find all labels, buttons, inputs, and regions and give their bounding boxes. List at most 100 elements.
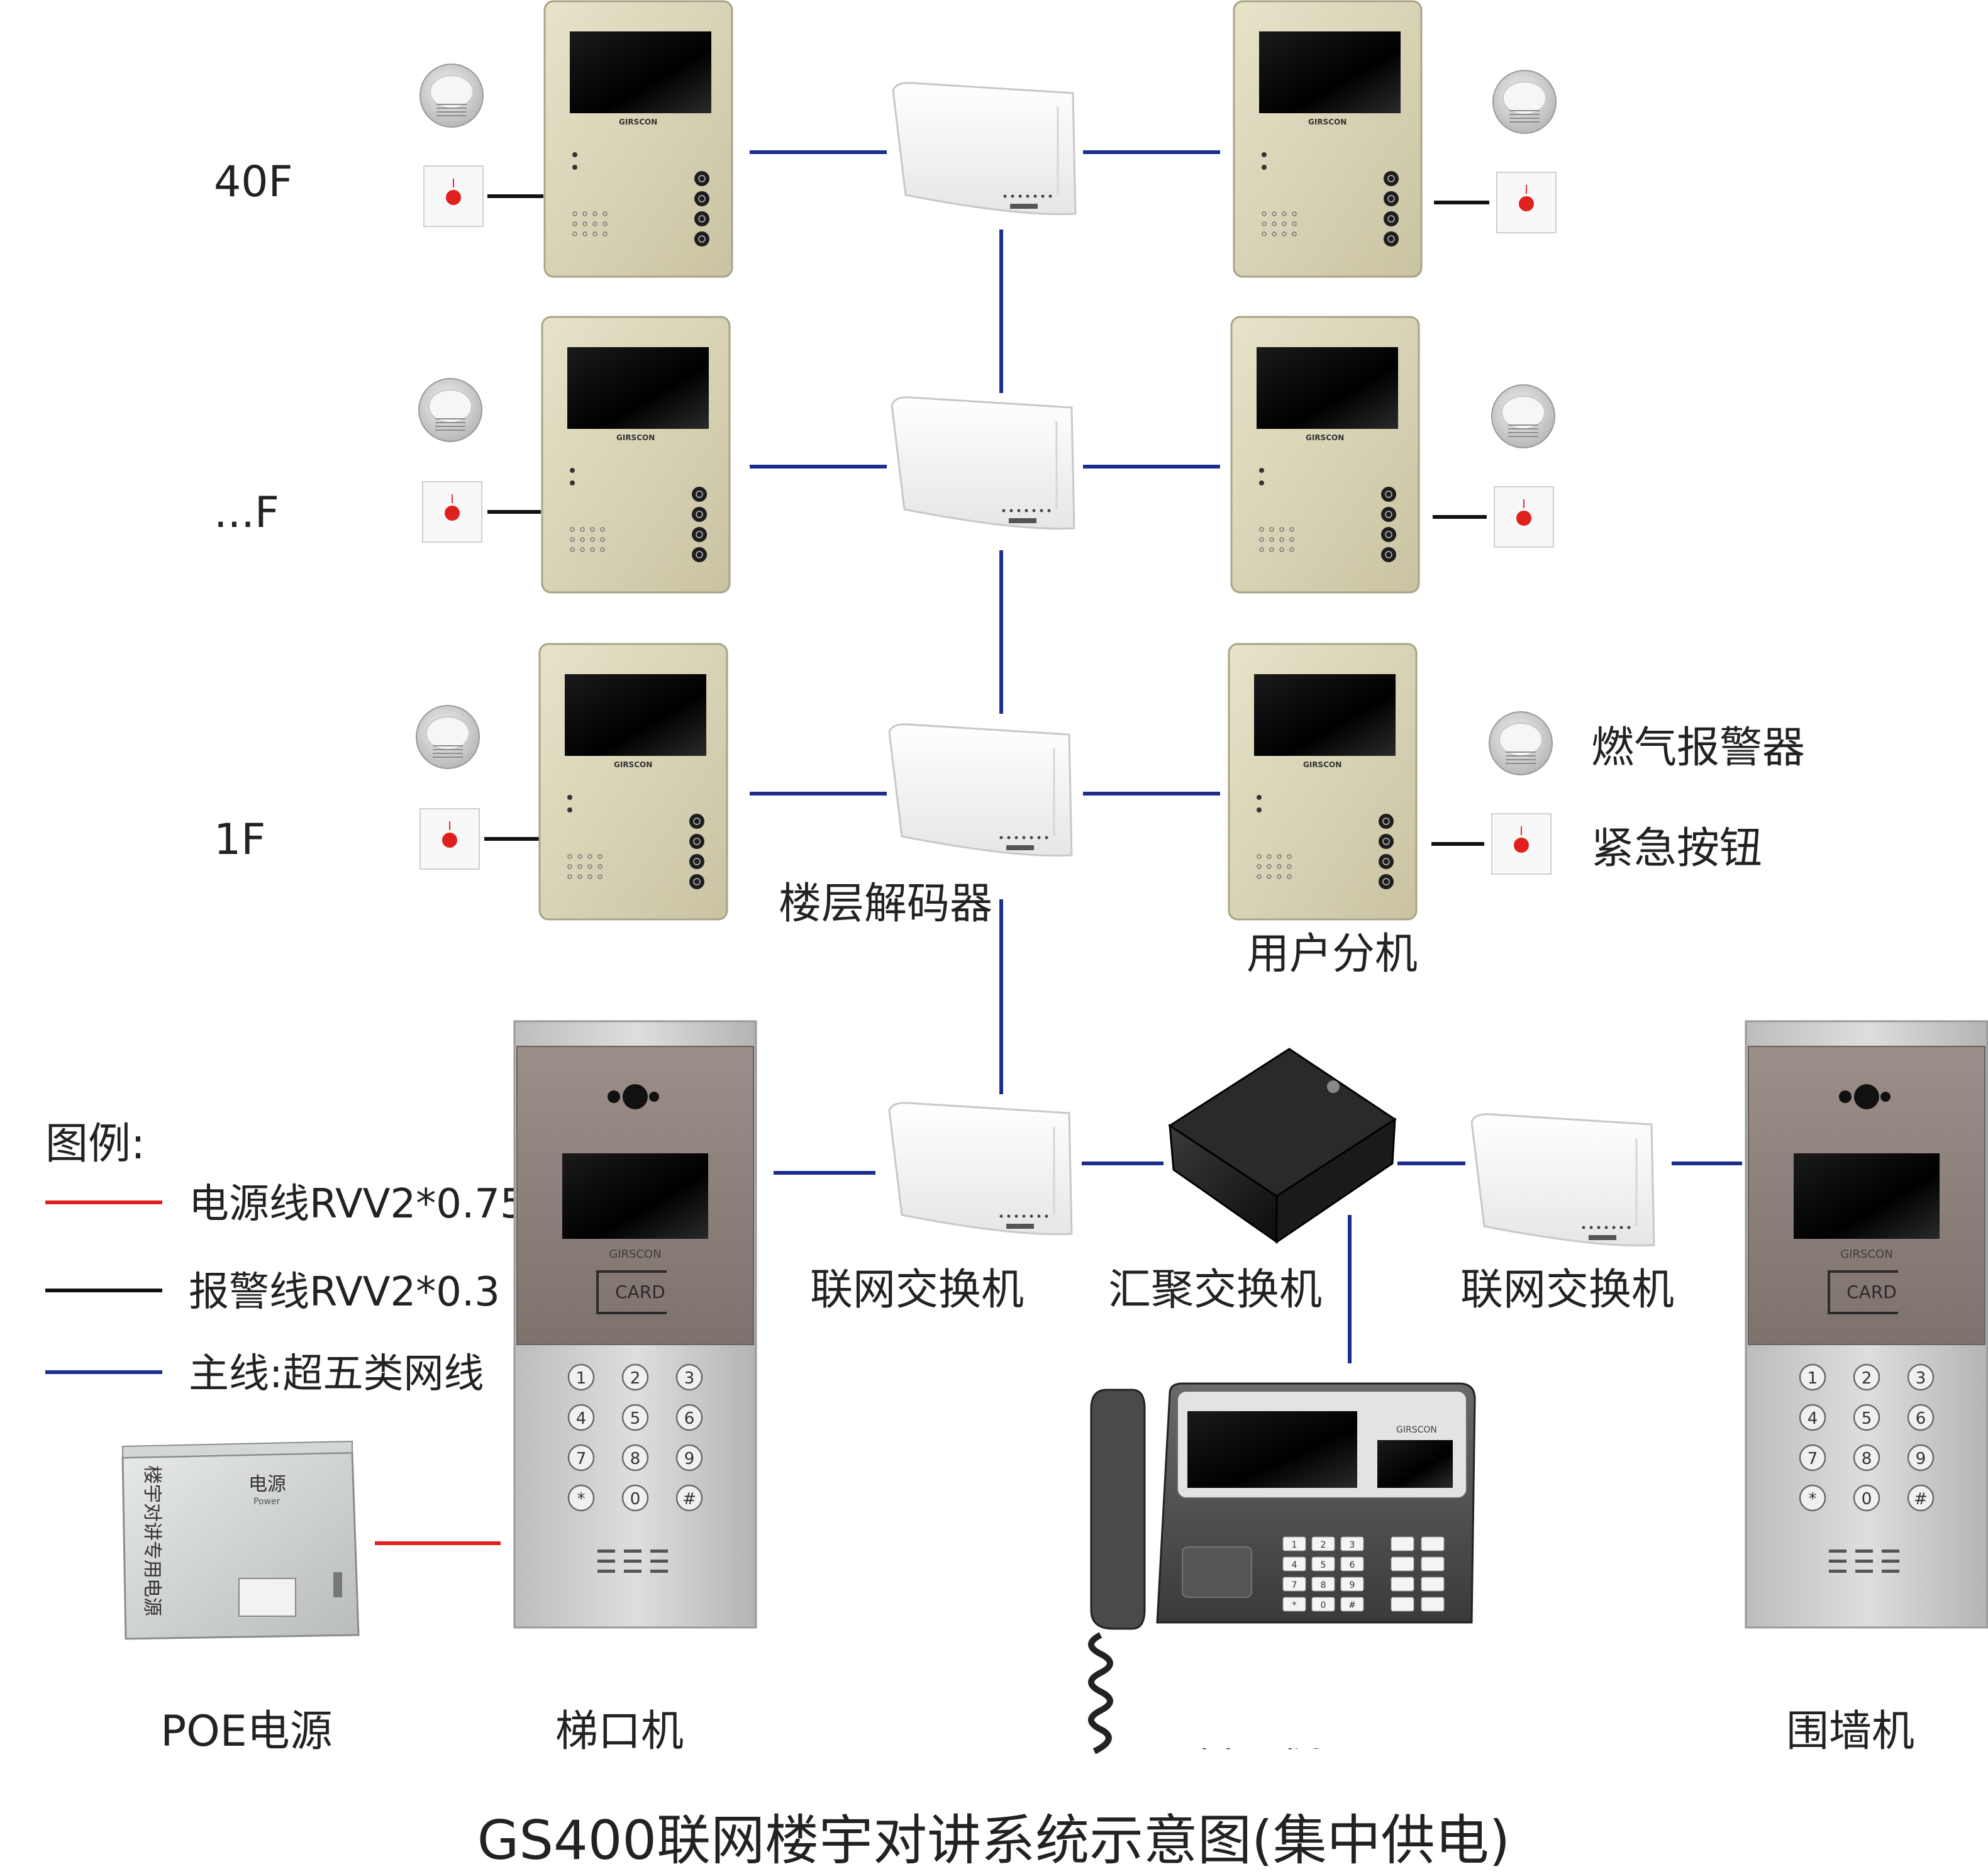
mgr-function-key <box>1421 1577 1445 1592</box>
keypad-key: 9 <box>675 1444 703 1472</box>
indoor-monitor-mid-left: GIRSCON <box>541 316 731 594</box>
monitor-button <box>689 814 704 829</box>
keypad-key: 1 <box>567 1363 595 1391</box>
monitor-screen <box>567 347 709 429</box>
monitor-button <box>692 527 707 542</box>
svg-text:0: 0 <box>1862 1490 1872 1509</box>
gas-detector-icon <box>1491 384 1555 448</box>
card-text: CARD <box>615 1282 665 1302</box>
monitor-button <box>694 171 709 186</box>
svg-text:#: # <box>1348 1600 1356 1611</box>
monitor-button <box>1379 834 1394 849</box>
mgr-function-key <box>1421 1536 1445 1551</box>
mgr-key: 5 <box>1311 1556 1335 1572</box>
monitor-brand: GIRSCON <box>1303 760 1341 769</box>
keypad-key: 3 <box>675 1363 703 1391</box>
card-reader-icon <box>1182 1546 1252 1598</box>
mgr-function-key <box>1391 1556 1414 1572</box>
keypad-key: * <box>567 1484 595 1512</box>
gas-detector-icon <box>1489 711 1553 775</box>
monitor-button <box>692 507 707 522</box>
network-switch-left-label: 联网交换机 <box>810 1265 1024 1315</box>
monitor-screen <box>1257 347 1398 429</box>
svg-text:9: 9 <box>684 1450 695 1468</box>
monitor-button <box>694 191 709 206</box>
monitor-button <box>1384 211 1399 226</box>
elevator-station-label: 梯口机 <box>555 1707 684 1756</box>
keypad-key: 7 <box>567 1444 595 1472</box>
power-box-terminal <box>333 1572 342 1597</box>
user-unit-label: 用户分机 <box>1247 929 1418 979</box>
power-box-main-text: 楼宇对讲专用电源 <box>141 1465 163 1616</box>
mgr-key: * <box>1282 1597 1306 1612</box>
emergency-button-label: 紧急按钮 <box>1591 824 1762 873</box>
mgr-key: 7 <box>1282 1577 1306 1592</box>
monitor-button <box>1381 547 1396 562</box>
station-screen <box>562 1153 708 1239</box>
power-box-sub-en: Power <box>253 1497 280 1507</box>
svg-text:9: 9 <box>1916 1450 1926 1468</box>
keypad-key: 8 <box>1853 1444 1880 1472</box>
monitor-brand: GIRSCON <box>614 760 652 769</box>
keypad-key: 2 <box>1853 1363 1880 1391</box>
mgr-function-key <box>1421 1597 1445 1612</box>
network-switch-right <box>1470 1113 1655 1247</box>
monitor-button <box>1379 814 1394 829</box>
emergency-button-icon <box>1496 172 1557 233</box>
gas-detector-icon <box>419 64 484 128</box>
power-box-nameplate <box>238 1578 296 1617</box>
wall-station-label: 围墙机 <box>1786 1707 1914 1756</box>
gas-detector-icon <box>1492 70 1557 134</box>
emergency-button-icon <box>1494 486 1554 548</box>
mgr-main-screen <box>1187 1411 1357 1488</box>
floor-decoder-1f <box>888 723 1073 857</box>
svg-text:#: # <box>682 1490 696 1509</box>
monitor-brand: GIRSCON <box>1306 433 1344 442</box>
mgr-function-key <box>1391 1577 1414 1592</box>
svg-text:*: * <box>1809 1490 1817 1509</box>
keypad-key: 7 <box>1799 1444 1826 1472</box>
keypad-key: 6 <box>1907 1404 1935 1431</box>
keypad-key: # <box>1907 1484 1935 1512</box>
svg-text:7: 7 <box>1808 1450 1818 1468</box>
svg-text:1: 1 <box>576 1369 587 1388</box>
monitor-button <box>1381 527 1396 542</box>
svg-text:8: 8 <box>1862 1450 1872 1468</box>
monitor-button <box>1379 874 1394 889</box>
svg-text:9: 9 <box>1350 1580 1355 1590</box>
floor-label-40f: 40F <box>214 157 293 207</box>
emergency-button-icon <box>1491 813 1552 875</box>
svg-text:0: 0 <box>1321 1600 1326 1611</box>
camera-icon <box>608 1090 620 1103</box>
mgr-key: 0 <box>1311 1597 1335 1612</box>
gas-detector-icon <box>418 378 482 442</box>
indoor-monitor-40f-right: GIRSCON <box>1233 0 1423 278</box>
monitor-button <box>694 211 709 226</box>
lock-icon <box>1327 1080 1340 1093</box>
diagram-title: GS400联网楼宇对讲系统示意图(集中供电) <box>477 1809 1510 1872</box>
indoor-monitor-1f-right: GIRSCON <box>1228 643 1418 921</box>
handset-icon <box>1090 1389 1146 1630</box>
poe-power-label: POE电源 <box>160 1707 333 1756</box>
floor-label-middle: ...F <box>214 488 279 538</box>
svg-text:8: 8 <box>1321 1580 1326 1590</box>
svg-text:5: 5 <box>1321 1560 1326 1570</box>
svg-text:4: 4 <box>576 1409 587 1428</box>
monitor-brand: GIRSCON <box>616 433 655 442</box>
monitor-screen <box>1254 674 1396 756</box>
monitor-button <box>692 487 707 502</box>
mgr-key: 3 <box>1340 1536 1364 1551</box>
svg-text:4: 4 <box>1808 1409 1818 1428</box>
monitor-button <box>1384 231 1399 247</box>
poe-power-supply: 楼宇对讲专用电源 电源 Power <box>121 1440 360 1640</box>
keypad-key: * <box>1799 1484 1826 1512</box>
keypad-key: 5 <box>621 1404 649 1431</box>
mgr-key: 1 <box>1282 1536 1306 1551</box>
station-brand: GIRSCON <box>609 1248 661 1261</box>
aggregation-switch <box>1168 1048 1397 1244</box>
network-switch-left <box>888 1102 1073 1236</box>
